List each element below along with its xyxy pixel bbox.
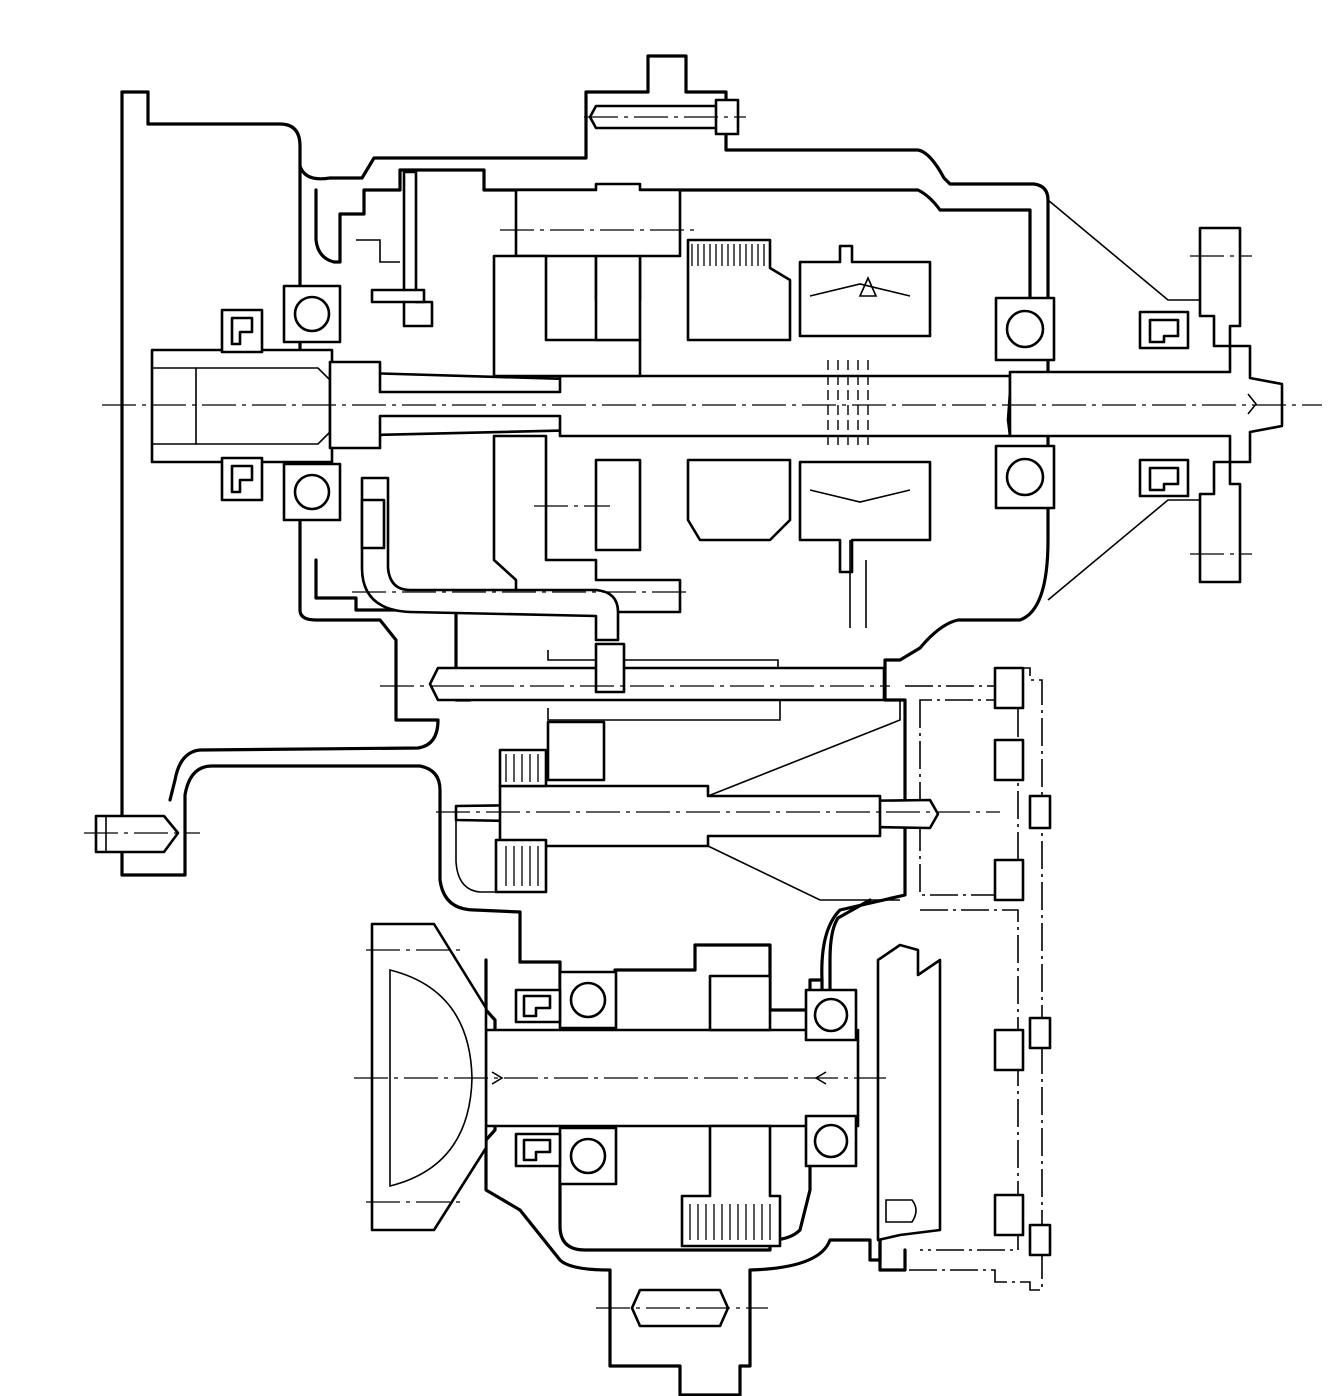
housing-lower-right bbox=[828, 898, 872, 1002]
seal-right-bottom bbox=[1138, 458, 1190, 498]
synchro-cones bbox=[809, 283, 911, 503]
axis-center-lines bbox=[102, 404, 1322, 1079]
shift-fork-pin bbox=[370, 288, 426, 304]
oil-tube-pipe bbox=[360, 476, 620, 642]
housing-left-flange bbox=[120, 90, 522, 964]
synchro-key bbox=[858, 276, 878, 297]
seal-left-bottom bbox=[220, 456, 264, 502]
left-dowel bbox=[84, 814, 200, 854]
seal-right-top bbox=[1138, 310, 1190, 350]
cover-lower-inner bbox=[920, 909, 1019, 1251]
output-spindle bbox=[1008, 344, 1284, 464]
cover-boss-1 bbox=[993, 666, 1025, 710]
bottom-gear-teeth bbox=[689, 1204, 771, 1240]
synchro-assembly bbox=[798, 244, 932, 628]
shift-fork-body bbox=[402, 170, 434, 328]
flange-rib-bottom bbox=[1047, 499, 1200, 601]
flange-bottom bbox=[1198, 460, 1242, 584]
cover-boss-3 bbox=[993, 858, 1025, 902]
cover-boss-2 bbox=[993, 738, 1025, 782]
cs-gear-top bbox=[498, 748, 548, 788]
cs-oil-return bbox=[455, 820, 540, 893]
gear-upper-inner bbox=[594, 254, 642, 342]
idler-pin bbox=[594, 642, 626, 694]
bottom-gear bbox=[680, 974, 782, 1248]
countershaft-hub bbox=[498, 784, 882, 848]
spur-gear-upper-teeth bbox=[691, 244, 765, 266]
bearing-ball bbox=[293, 473, 331, 511]
cover-tab-3 bbox=[1028, 1223, 1052, 1257]
bearing-ball bbox=[1005, 457, 1045, 497]
pump-lower-flange bbox=[878, 1238, 907, 1272]
housing-outer-contour bbox=[120, 54, 1050, 1082]
right-cover-plate bbox=[905, 666, 1052, 1291]
idler-top-sleeve bbox=[547, 650, 779, 668]
bearing-ball bbox=[813, 1123, 849, 1159]
synchro-bottom bbox=[798, 460, 932, 574]
oil-tube-fitting bbox=[360, 498, 386, 550]
input-bore bbox=[150, 348, 334, 464]
bearing-ball bbox=[813, 997, 849, 1033]
gear-hub-lower bbox=[492, 434, 682, 614]
bottom-output-shaft bbox=[484, 970, 860, 1248]
output-flange bbox=[1047, 199, 1252, 601]
drain-plug bbox=[596, 1288, 768, 1328]
cover-tab-2 bbox=[1028, 1016, 1052, 1050]
flange-rib-top bbox=[1047, 199, 1200, 301]
input-bore-inner bbox=[152, 367, 197, 445]
bearing-ball bbox=[569, 1137, 607, 1175]
bearing-ball bbox=[293, 295, 331, 333]
cs-gear-teeth bbox=[505, 754, 539, 886]
cs-cone-lines bbox=[707, 700, 901, 901]
spindle-center-tip bbox=[1247, 393, 1258, 415]
idler-shaft-body bbox=[428, 666, 886, 702]
housing-inner-upper bbox=[314, 168, 1032, 302]
countershaft bbox=[454, 700, 940, 901]
synchro-top bbox=[798, 244, 932, 338]
cs-bearing-block bbox=[546, 720, 606, 782]
seal-left-top bbox=[220, 308, 264, 354]
spur-gear-upper bbox=[686, 238, 792, 542]
seal-bottom-top bbox=[514, 988, 562, 1024]
cover-boss-4 bbox=[993, 1028, 1025, 1072]
pump-body bbox=[876, 943, 942, 1242]
upper-bearings bbox=[220, 284, 1190, 522]
flange-top bbox=[1198, 226, 1242, 348]
idler-shaft bbox=[428, 642, 886, 721]
cover-boss-5 bbox=[993, 1193, 1025, 1237]
shift-fork bbox=[356, 170, 434, 328]
drive-bell-body bbox=[370, 922, 488, 1232]
spur-gear-lower-body bbox=[686, 458, 792, 542]
housing-inner-left bbox=[168, 164, 440, 802]
seal-bottom-bottom bbox=[514, 1132, 562, 1168]
bearing-ball bbox=[1005, 309, 1045, 349]
input-bore-sleeve bbox=[150, 348, 334, 464]
drive-bell bbox=[366, 922, 488, 1232]
gear-lower-inner bbox=[594, 458, 642, 552]
bearing-ball bbox=[569, 981, 607, 1019]
top-bolt bbox=[584, 98, 746, 136]
oil-tube bbox=[360, 476, 620, 642]
spur-gear-upper-body bbox=[686, 238, 792, 342]
pump-housing bbox=[876, 943, 942, 1272]
lower-housing-contour bbox=[484, 958, 882, 1396]
pump-detail bbox=[885, 1199, 917, 1223]
left-dowel-body bbox=[94, 814, 180, 854]
upper-main-shaft bbox=[328, 344, 1284, 464]
cover-tab-1 bbox=[1028, 794, 1052, 830]
shift-fork-link bbox=[356, 239, 400, 263]
upper-gear-cluster bbox=[492, 182, 700, 614]
idler-bottom-sleeve bbox=[547, 700, 781, 721]
